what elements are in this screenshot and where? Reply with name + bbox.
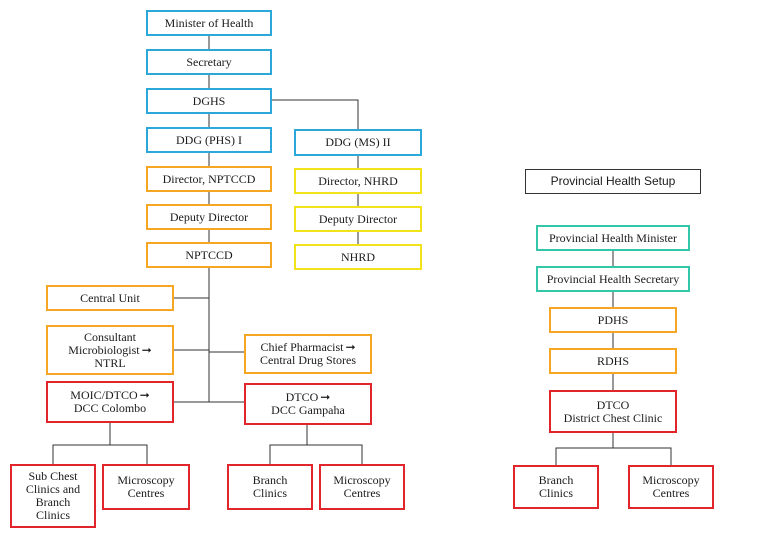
provincial-secretary-box: Provincial Health Secretary (536, 266, 690, 292)
microscopy-centres-colombo-label: Microscopy Centres (117, 473, 175, 500)
provincial-secretary-label: Provincial Health Secretary (546, 271, 680, 286)
chief-pharmacist-line1: Chief Pharmacist (260, 340, 344, 354)
nhrd-label: NHRD (340, 249, 375, 264)
right-arrow-icon: ➞ (141, 342, 152, 357)
nptccd-box: NPTCCD (146, 242, 272, 268)
central-unit-label: Central Unit (80, 290, 140, 305)
gampaha-subtree-line (269, 444, 363, 464)
consultant-line2: Microbiologist (68, 342, 140, 357)
ddg-ms-label: DDG (MS) II (325, 135, 391, 149)
dtco-district-line2: District Chest Clinic (563, 410, 663, 425)
dtco-district-chest-clinic-box: DTCO District Chest Clinic (549, 390, 677, 433)
deputy-director-nhrd-box: Deputy Director (294, 206, 422, 232)
chief-pharmacist-line2: Central Drug Stores (260, 353, 356, 367)
dtco-gampaha-line2: DCC Gampaha (271, 403, 345, 417)
moic-line2: DCC Colombo (73, 401, 147, 415)
dghs-box: DGHS (146, 88, 272, 114)
director-nptccd-box: Director, NPTCCD (146, 166, 272, 192)
provincial-microscopy-centres-label: Microscopy Centres (642, 473, 700, 500)
provincial-minister-box: Provincial Health Minister (536, 225, 690, 251)
ddg-ms-box: DDG (MS) II (294, 129, 422, 156)
director-nhrd-label: Director, NHRD (318, 173, 398, 188)
deputy-director-nhrd-label: Deputy Director (318, 211, 398, 226)
sub-chest-clinics-label: Sub Chest Clinics and Branch Clinics (25, 469, 81, 522)
right-arrow-icon: ➞ (320, 390, 331, 404)
dtco-gampaha-line1: DTCO (285, 390, 319, 404)
secretary-label: Secretary (186, 54, 232, 69)
dghs-label: DGHS (192, 93, 226, 108)
dghs-to-ddgms-line (272, 99, 359, 129)
moic-dtco-colombo-box: MOIC/DTCO➞ DCC Colombo (46, 381, 174, 423)
chief-pharmacist-box: Chief Pharmacist➞ Central Drug Stores (244, 334, 372, 374)
rdhs-box: RDHS (549, 348, 677, 374)
director-nptccd-label: Director, NPTCCD (162, 171, 256, 186)
consultant-line3: NTRL (94, 355, 126, 370)
consultant-line1: Consultant (83, 329, 136, 344)
nptccd-label: NPTCCD (185, 247, 233, 262)
central-unit-box: Central Unit (46, 285, 174, 311)
provincial-setup-title-box: Provincial Health Setup (525, 169, 701, 194)
ddg-phs-label: DDG (PHS) I (176, 132, 242, 147)
pdhs-label: PDHS (597, 312, 629, 327)
consultant-microbiologist-box: Consultant Microbiologist➞ NTRL (46, 325, 174, 375)
colombo-subtree-line (52, 444, 148, 464)
deputy-director-nptccd-label: Deputy Director (169, 209, 249, 224)
rdhs-label: RDHS (596, 353, 629, 368)
right-arrow-icon: ➞ (345, 340, 356, 354)
microscopy-centres-colombo-box: Microscopy Centres (102, 464, 190, 510)
director-nhrd-box: Director, NHRD (294, 168, 422, 194)
branch-clinics-gampaha-label: Branch Clinics (252, 473, 288, 500)
branch-clinics-gampaha-box: Branch Clinics (227, 464, 313, 510)
secretary-box: Secretary (146, 49, 272, 75)
right-arrow-icon: ➞ (139, 388, 150, 402)
pdhs-box: PDHS (549, 307, 677, 333)
provincial-branch-clinics-box: Branch Clinics (513, 465, 599, 509)
provincial-setup-title: Provincial Health Setup (550, 174, 676, 188)
moic-line1: MOIC/DTCO (70, 388, 138, 402)
nhrd-box: NHRD (294, 244, 422, 270)
microscopy-centres-gampaha-label: Microscopy Centres (333, 473, 391, 500)
ddg-phs-box: DDG (PHS) I (146, 127, 272, 153)
provincial-microscopy-centres-box: Microscopy Centres (628, 465, 714, 509)
microscopy-centres-gampaha-box: Microscopy Centres (319, 464, 405, 510)
provincial-branch-clinics-label: Branch Clinics (538, 473, 574, 500)
minister-of-health-label: Minister of Health (164, 15, 254, 30)
deputy-director-nptccd-box: Deputy Director (146, 204, 272, 230)
minister-of-health-box: Minister of Health (146, 10, 272, 36)
provincial-minister-label: Provincial Health Minister (549, 230, 677, 245)
dtco-district-line1: DTCO (596, 397, 630, 412)
sub-chest-clinics-box: Sub Chest Clinics and Branch Clinics (10, 464, 96, 528)
provincial-subtree-line (555, 447, 672, 465)
dtco-gampaha-box: DTCO➞ DCC Gampaha (244, 383, 372, 425)
